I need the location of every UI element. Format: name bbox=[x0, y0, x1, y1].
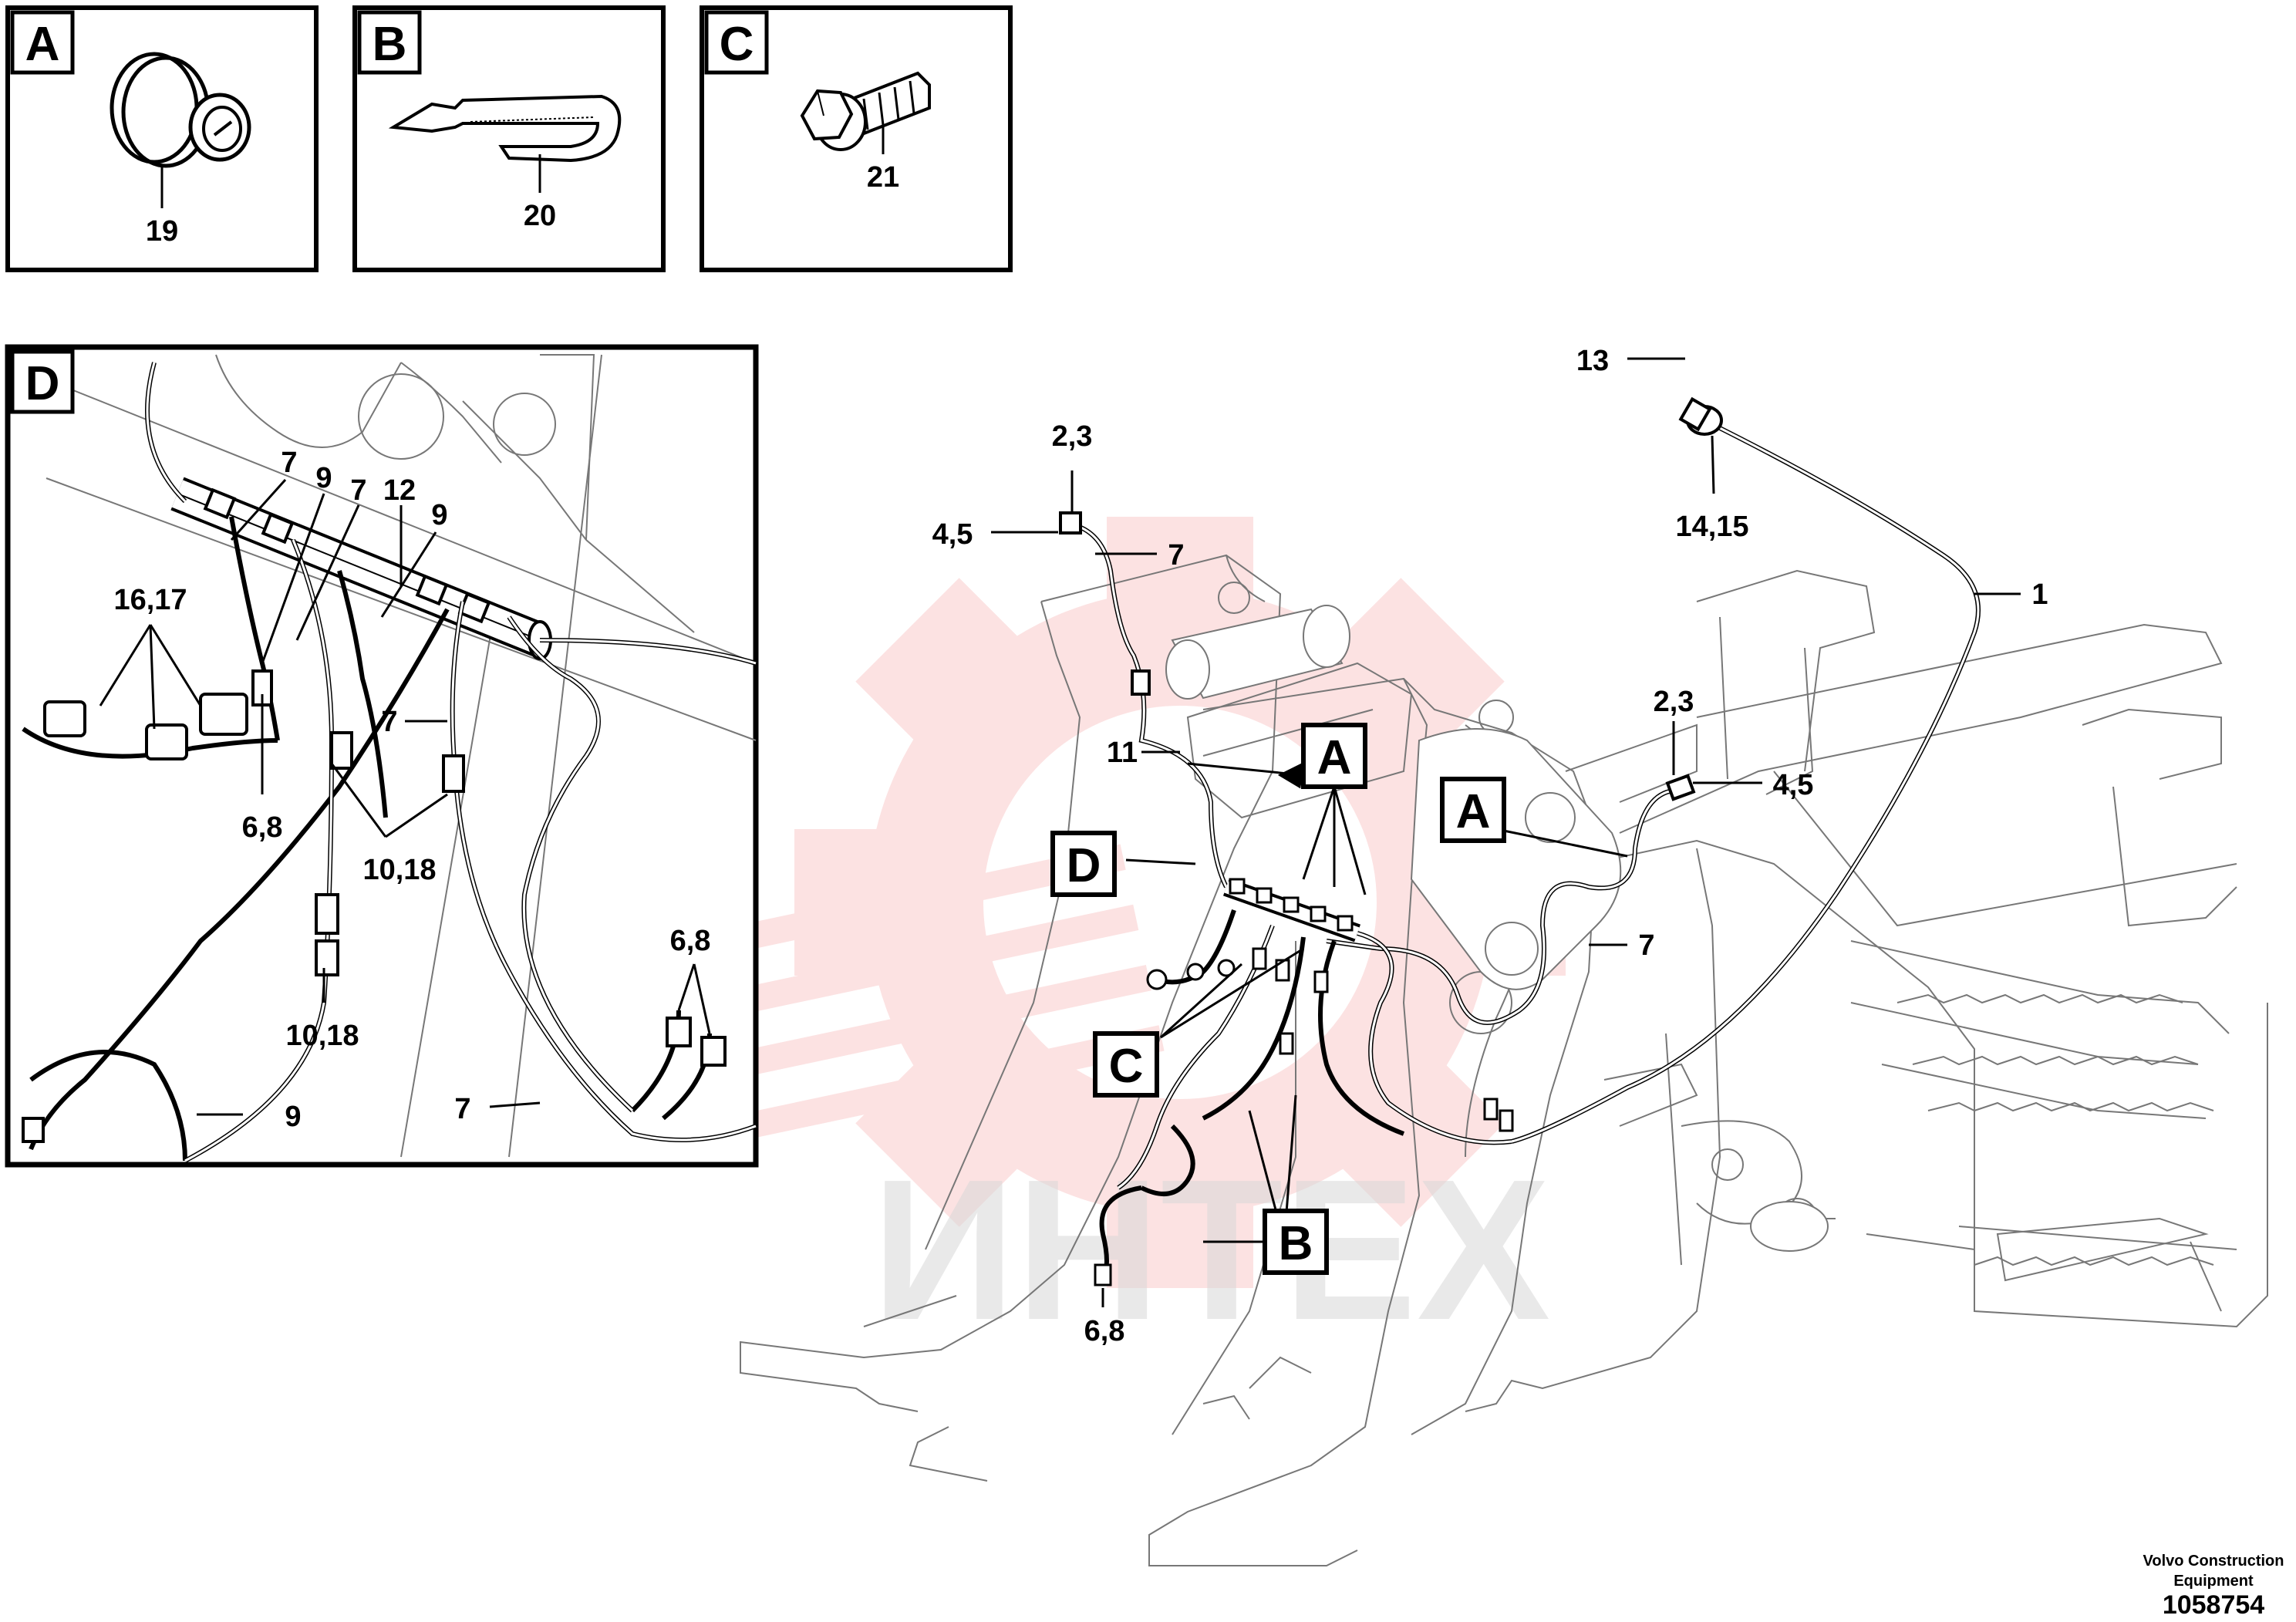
callout-d: D bbox=[1067, 839, 1101, 892]
sensor-connector-icon bbox=[1059, 511, 1082, 534]
part-label: 4,5 bbox=[1773, 769, 1814, 801]
plug-connector-icons bbox=[22, 669, 727, 1143]
part-label: 4,5 bbox=[932, 518, 973, 551]
part-label: 7 bbox=[1168, 539, 1184, 572]
part-label: 20 bbox=[524, 200, 556, 232]
sensor-connector-icon bbox=[1678, 396, 1723, 436]
part-label: 1 bbox=[2031, 578, 2048, 611]
inset-a: A 19 bbox=[5, 5, 319, 272]
part-label: 10,18 bbox=[285, 1020, 359, 1052]
company-name-line2: Equipment bbox=[2173, 1573, 2254, 1590]
tube-connector-icons bbox=[203, 487, 491, 624]
inset-d-letter: D bbox=[25, 357, 60, 410]
part-label: 10,18 bbox=[362, 854, 436, 886]
inset-a-letter: A bbox=[25, 18, 60, 71]
callout-b: B bbox=[1279, 1217, 1313, 1270]
part-label: 16,17 bbox=[113, 584, 187, 616]
part-label: 7 bbox=[1638, 929, 1654, 962]
part-label: 2,3 bbox=[1654, 686, 1694, 718]
part-label: 6,8 bbox=[670, 925, 711, 957]
hose-clamp-icon bbox=[110, 52, 251, 168]
footer: Volvo Construction Equipment 1058754 bbox=[2143, 1553, 2284, 1620]
part-label: 19 bbox=[146, 215, 178, 248]
plug-connector-icon bbox=[1131, 669, 1151, 696]
inset-d: D bbox=[5, 344, 759, 1168]
company-name: Volvo Construction bbox=[2143, 1553, 2284, 1570]
callout-a: A bbox=[1456, 785, 1491, 838]
part-label: 7 bbox=[281, 447, 297, 479]
watermark-gear-icon bbox=[697, 517, 1566, 1288]
part-label: 2,3 bbox=[1052, 420, 1093, 453]
inset-b-letter: B bbox=[373, 18, 407, 71]
part-label: 6,8 bbox=[242, 811, 283, 844]
part-label: 13 bbox=[1576, 345, 1609, 377]
part-label: 14,15 bbox=[1675, 511, 1748, 543]
inset-c: C 21 bbox=[700, 5, 1013, 272]
part-label: 11 bbox=[1107, 737, 1138, 769]
part-label: 21 bbox=[867, 161, 899, 194]
drawing-number: 1058754 bbox=[2163, 1590, 2264, 1620]
flange-bolt-icon bbox=[800, 71, 931, 151]
part-label: 6,8 bbox=[1084, 1315, 1125, 1347]
inset-c-letter: C bbox=[720, 18, 754, 71]
part-label: 7 bbox=[350, 474, 366, 507]
main-assembly: A A B C D 2,3 4,5 7 11 13 14,15 1 2,3 4,… bbox=[740, 345, 2268, 1566]
watermark-text: ИНТЕХ bbox=[872, 1138, 1552, 1362]
part-label: 9 bbox=[315, 462, 332, 494]
part-label: 12 bbox=[383, 474, 416, 507]
part-label: 9 bbox=[431, 499, 447, 531]
callout-c: C bbox=[1109, 1040, 1144, 1093]
part-label: 7 bbox=[454, 1093, 470, 1125]
sensor-connector-icon bbox=[1665, 774, 1696, 801]
cable-tie-icon bbox=[388, 94, 622, 163]
inset-b: B 20 bbox=[352, 5, 666, 272]
callout-a: A bbox=[1317, 731, 1352, 784]
part-label: 9 bbox=[285, 1101, 301, 1133]
harness-bundle bbox=[1223, 878, 1360, 943]
part-label: 7 bbox=[381, 706, 397, 738]
